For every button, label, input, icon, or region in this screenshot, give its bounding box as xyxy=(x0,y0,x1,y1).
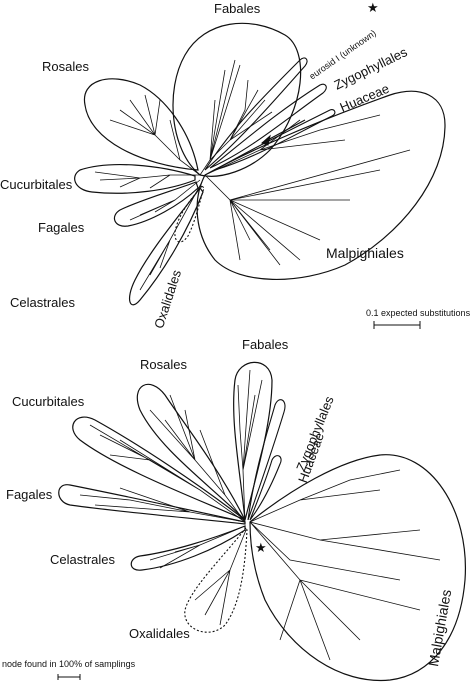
top-fabales-outline xyxy=(172,22,302,177)
bottom-oxalidales-outline xyxy=(184,526,248,633)
bottom-branches xyxy=(79,369,441,661)
top-huaceae-outline xyxy=(214,109,336,171)
top-celastrales-outline xyxy=(128,186,204,306)
top-label-fagales: Fagales xyxy=(38,220,85,235)
top-label-celastrales: Celastrales xyxy=(10,295,76,310)
top-tree xyxy=(74,22,446,329)
bottom-label-fagales: Fagales xyxy=(6,487,53,502)
top-label-rosales: Rosales xyxy=(42,59,89,74)
bottom-celastrales-outline xyxy=(130,525,246,571)
bottom-label-cucurbitales: Cucurbitales xyxy=(12,394,85,409)
top-star-icon: ★ xyxy=(367,0,379,15)
bottom-star-icon: ★ xyxy=(255,540,267,555)
bottom-zygo-outline xyxy=(247,399,286,521)
bottom-scale-bar xyxy=(57,674,81,680)
bottom-scale-label: node found in 100% of samplings xyxy=(2,659,136,669)
top-label-fabales: Fabales xyxy=(214,1,261,16)
bottom-rosales-outline xyxy=(136,383,246,521)
bottom-fagales-outline xyxy=(58,484,246,525)
top-fagales-outline xyxy=(113,181,199,227)
top-huaceae-arrowhead xyxy=(261,134,271,146)
top-branches xyxy=(94,59,411,291)
top-scale-bar xyxy=(373,321,421,329)
bottom-malpighiales-outline xyxy=(249,454,466,682)
bottom-tree xyxy=(57,361,466,682)
bottom-huaceae-outline xyxy=(249,455,282,521)
bottom-label-fabales: Fabales xyxy=(242,337,289,352)
bottom-fabales-outline xyxy=(233,361,273,521)
top-label-malpighiales: Malpighiales xyxy=(326,245,404,261)
top-label-cucurbitales: Cucurbitales xyxy=(0,177,73,192)
top-cucurbitales-outline xyxy=(74,164,196,194)
bottom-label-celastrales: Celastrales xyxy=(50,552,116,567)
bottom-label-rosales: Rosales xyxy=(140,357,187,372)
top-zygo-outline xyxy=(209,83,327,169)
bottom-cucurbitales-outline xyxy=(72,416,246,521)
bottom-label-oxalidales: Oxalidales xyxy=(129,626,190,641)
top-rosales-outline xyxy=(83,78,199,171)
top-malpighiales-outline xyxy=(196,90,446,281)
top-scale-label: 0.1 expected substitutions xyxy=(366,308,471,318)
top-oxalidales-outline xyxy=(174,185,205,243)
